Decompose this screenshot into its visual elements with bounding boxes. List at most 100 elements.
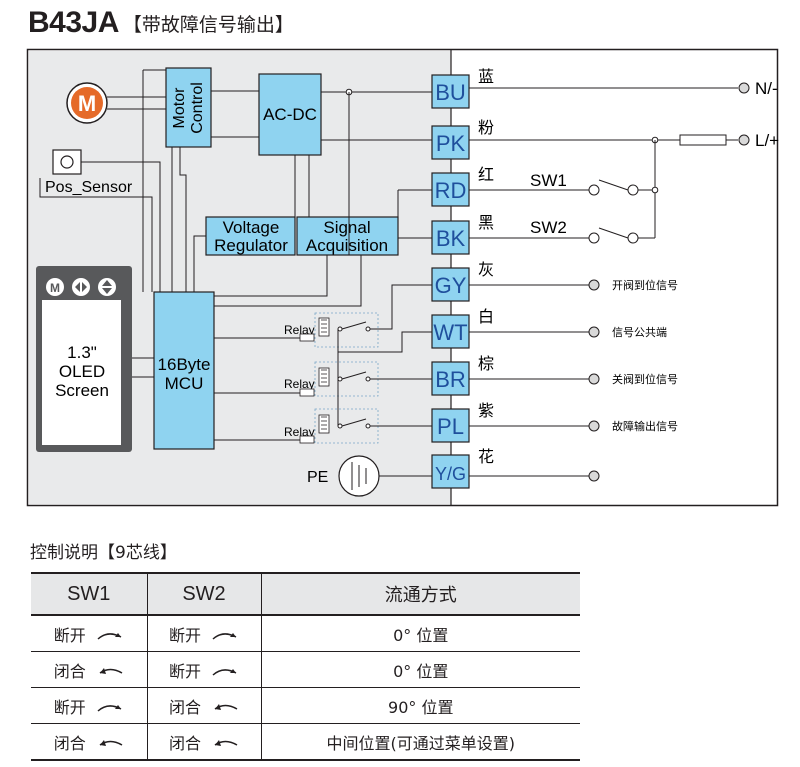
position-sensor: Pos_Sensor bbox=[45, 149, 133, 196]
closed-arrow-icon bbox=[214, 740, 238, 746]
sw1-state: 闭合 bbox=[53, 661, 86, 681]
acdc-block bbox=[258, 73, 322, 156]
mode-cell: 0° 位置 bbox=[260, 615, 580, 652]
signal-label: 故障输出信号 bbox=[612, 419, 678, 433]
sw1-cell: 闭合 bbox=[31, 651, 147, 688]
signal-terminal-icon bbox=[588, 373, 600, 385]
supply-l-label: L/+ bbox=[755, 131, 779, 150]
sw1-label: SW1 bbox=[530, 171, 567, 190]
terminal-br: BR 棕 bbox=[431, 354, 494, 396]
open-arrow-icon bbox=[97, 705, 122, 712]
terminal-code: RD bbox=[435, 178, 467, 203]
terminal-wt: WT 白 bbox=[431, 307, 494, 349]
sw1-state: 断开 bbox=[53, 697, 86, 717]
signal-acquisition-label-1: Signal bbox=[323, 218, 370, 237]
flow-mode: 90° 位置 bbox=[388, 697, 454, 717]
signal-terminal-icon bbox=[588, 420, 600, 432]
control-section-title: 控制说明【9芯线】 bbox=[30, 543, 177, 563]
terminal-code: BU bbox=[435, 80, 466, 105]
header-sw2: SW2 bbox=[146, 572, 261, 616]
relay-2: Relay bbox=[214, 361, 379, 397]
wire-color-label: 黑 bbox=[478, 213, 494, 232]
closed-arrow-icon bbox=[99, 668, 123, 674]
terminal-bu: BU 蓝 bbox=[431, 67, 494, 109]
mcu-label-1: 16Byte bbox=[158, 355, 211, 374]
header-mode: 流通方式 bbox=[260, 572, 580, 616]
terminal-code: PL bbox=[437, 414, 464, 439]
terminal-code: Y/G bbox=[435, 464, 466, 484]
signal-acquisition-label-2: Acquisition bbox=[306, 236, 388, 255]
left-right-button-icon bbox=[72, 278, 90, 296]
flow-mode: 中间位置(可通过菜单设置) bbox=[326, 733, 516, 753]
sw2-cell: 闭合 bbox=[146, 723, 261, 761]
signal-terminal-icon bbox=[588, 279, 600, 291]
open-arrow-icon bbox=[212, 633, 237, 640]
closed-arrow-icon bbox=[99, 740, 123, 746]
pe-label: PE bbox=[307, 469, 328, 486]
closed-arrow-icon bbox=[214, 704, 238, 710]
table-row: 断开 闭合 90° 位置 bbox=[31, 687, 580, 724]
open-arrow-icon bbox=[97, 633, 122, 640]
svg-text:M: M bbox=[50, 281, 60, 295]
screen-label-2: OLED bbox=[59, 362, 105, 381]
mode-cell: 90° 位置 bbox=[260, 687, 580, 724]
sw2-state: 断开 bbox=[168, 625, 201, 645]
wiring-diagram: M Pos_Sensor Motor Control AC-DC Voltage… bbox=[26, 48, 779, 507]
flow-mode: 0° 位置 bbox=[393, 661, 449, 681]
relay-3: Relay bbox=[214, 408, 379, 444]
wire-color-label: 灰 bbox=[478, 260, 494, 279]
sw1-cell: 断开 bbox=[31, 615, 147, 652]
signal-terminal-icon bbox=[588, 326, 600, 338]
pos-sensor-label: Pos_Sensor bbox=[45, 179, 133, 196]
mode-cell: 中间位置(可通过菜单设置) bbox=[260, 723, 580, 761]
sw2-cell: 闭合 bbox=[146, 687, 261, 724]
sw2-cell: 断开 bbox=[146, 651, 261, 688]
sw1-state: 闭合 bbox=[53, 733, 86, 753]
mcu-block bbox=[153, 291, 215, 450]
wire-color-label: 花 bbox=[478, 447, 494, 466]
terminal-code: BK bbox=[436, 226, 466, 251]
sw1-cell: 闭合 bbox=[31, 723, 147, 761]
table-row: 闭合 闭合 中间位置(可通过菜单设置) bbox=[31, 723, 580, 761]
model-name: B43JA bbox=[28, 6, 119, 39]
sw2-cell: 断开 bbox=[146, 615, 261, 652]
fuse-icon bbox=[679, 134, 727, 146]
motor-letter: M bbox=[78, 91, 96, 116]
voltage-regulator-label-2: Regulator bbox=[214, 236, 288, 255]
signal-label: 信号公共端 bbox=[612, 326, 667, 339]
wire-color-label: 棕 bbox=[478, 354, 494, 373]
table-header-row: SW1 SW2 流通方式 bbox=[31, 572, 580, 616]
wire-color-label: 白 bbox=[478, 307, 494, 326]
supply-n-label: N/- bbox=[755, 79, 778, 98]
terminal-code: WT bbox=[433, 320, 467, 345]
signal-label: 关阀到位信号 bbox=[612, 372, 678, 386]
terminal-pk: PK粉 bbox=[431, 118, 494, 160]
terminal-gy: GY灰 bbox=[431, 260, 494, 302]
terminal-code: BR bbox=[435, 367, 466, 392]
wire-color-label: 蓝 bbox=[478, 67, 494, 86]
model-subtitle: 【带故障信号输出】 bbox=[122, 13, 294, 36]
relay-1-label: Relay bbox=[284, 323, 315, 337]
acdc-label: AC-DC bbox=[263, 105, 317, 124]
signal-acquisition-block bbox=[296, 216, 399, 256]
sw1-state: 断开 bbox=[53, 625, 86, 645]
signal-label: 开阀到位信号 bbox=[612, 278, 678, 292]
screen-label-1: 1.3" bbox=[67, 343, 97, 362]
sw1-cell: 断开 bbox=[31, 687, 147, 724]
terminal-y-g: Y/G 花 bbox=[431, 447, 494, 489]
sw2-label: SW2 bbox=[530, 218, 567, 237]
header-sw1: SW1 bbox=[31, 572, 147, 616]
sw2-state: 闭合 bbox=[168, 733, 201, 753]
signal-terminal-icon bbox=[588, 470, 600, 482]
terminal-pl: PL紫 bbox=[431, 401, 494, 443]
relay-1: Relay bbox=[214, 312, 379, 348]
open-arrow-icon bbox=[212, 669, 237, 676]
terminal-rd: RD红 bbox=[431, 165, 494, 207]
sw2-state: 断开 bbox=[168, 661, 201, 681]
sw2-state: 闭合 bbox=[168, 697, 201, 717]
voltage-regulator-block bbox=[205, 216, 296, 256]
relay-2-label: Relay bbox=[284, 377, 315, 391]
oled-screen: M 1.3" OLED Screen bbox=[36, 266, 132, 452]
up-down-button-icon bbox=[98, 278, 116, 296]
